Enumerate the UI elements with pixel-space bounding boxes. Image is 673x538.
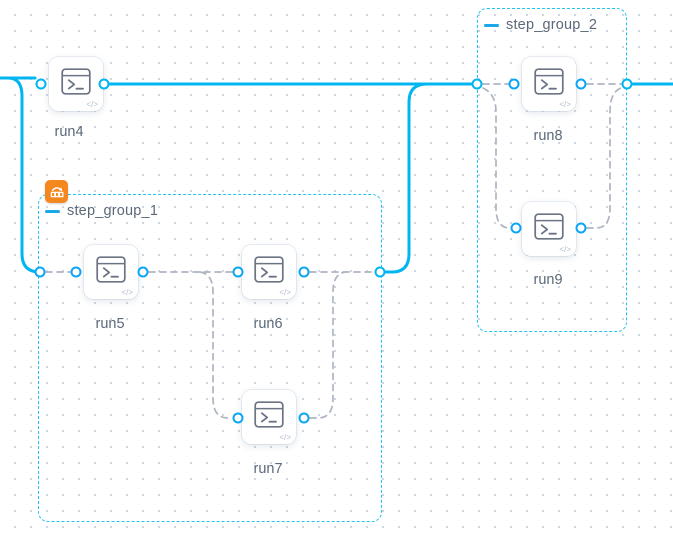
port-run4-output[interactable] <box>98 78 110 90</box>
group-header-step_group_1[interactable]: step_group_1 <box>45 203 158 219</box>
port-run7-input[interactable] <box>232 412 244 424</box>
code-badge-icon: </> <box>86 100 98 109</box>
node-run7[interactable]: </> <box>242 390 296 444</box>
port-group2-output[interactable] <box>621 78 633 90</box>
edge-in-branch-down[interactable] <box>0 76 42 274</box>
terminal-icon <box>534 67 564 101</box>
group-label-step_group_1: step_group_1 <box>67 203 159 219</box>
port-run9-output[interactable] <box>575 222 587 234</box>
port-run8-output[interactable] <box>575 78 587 90</box>
node-run9[interactable]: </> <box>522 202 576 256</box>
loop-group-icon[interactable] <box>45 180 68 203</box>
node-run6[interactable]: </> <box>242 245 296 299</box>
node-label-run8: run8 <box>533 128 563 144</box>
minus-dash-icon[interactable] <box>484 23 499 27</box>
code-badge-icon: </> <box>279 288 291 297</box>
node-label-run7: run7 <box>253 461 283 477</box>
terminal-icon <box>61 67 91 101</box>
node-run5[interactable]: </> <box>84 245 138 299</box>
port-run6-input[interactable] <box>232 266 244 278</box>
terminal-icon <box>254 400 284 434</box>
port-run4-input[interactable] <box>35 78 47 90</box>
minus-dash-icon[interactable] <box>45 209 60 213</box>
edge-group1-out-to-main[interactable] <box>378 82 473 274</box>
node-run4[interactable]: </> <box>49 57 103 111</box>
port-run5-output[interactable] <box>137 266 149 278</box>
port-group1-input[interactable] <box>34 266 46 278</box>
port-group1-output[interactable] <box>374 266 386 278</box>
port-run6-output[interactable] <box>298 266 310 278</box>
code-badge-icon: </> <box>279 433 291 442</box>
node-label-run9: run9 <box>533 272 563 288</box>
node-label-run5: run5 <box>95 316 125 332</box>
terminal-icon <box>534 212 564 246</box>
port-run7-output[interactable] <box>298 412 310 424</box>
group-box-step_group_1[interactable] <box>38 194 382 522</box>
port-group2-input[interactable] <box>471 78 483 90</box>
terminal-icon <box>254 255 284 289</box>
port-run9-input[interactable] <box>510 222 522 234</box>
node-label-run4: run4 <box>54 124 84 140</box>
group-label-step_group_2: step_group_2 <box>506 17 598 33</box>
port-run5-input[interactable] <box>70 266 82 278</box>
group-box-step_group_2[interactable] <box>477 8 627 332</box>
terminal-icon <box>96 255 126 289</box>
code-badge-icon: </> <box>559 245 571 254</box>
node-run8[interactable]: </> <box>522 57 576 111</box>
code-badge-icon: </> <box>559 100 571 109</box>
node-label-run6: run6 <box>253 316 283 332</box>
port-run8-input[interactable] <box>508 78 520 90</box>
code-badge-icon: </> <box>121 288 133 297</box>
group-header-step_group_2[interactable]: step_group_2 <box>484 17 597 33</box>
